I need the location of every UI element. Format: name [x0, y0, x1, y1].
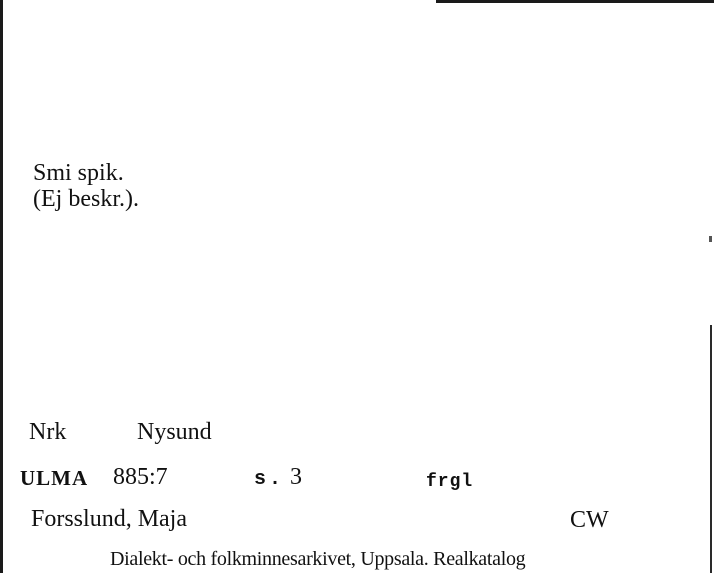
record-number: 885:7 — [113, 464, 168, 490]
category-code: frgl — [426, 472, 474, 492]
card-right-edge — [710, 325, 712, 573]
card-left-edge — [0, 0, 3, 573]
recorder-initials: CW — [570, 507, 609, 533]
archive-footer: Dialekt- och folkminnesarkivet, Uppsala.… — [110, 548, 526, 570]
description-line-1: Smi spik. — [33, 160, 124, 186]
card-top-edge — [436, 0, 714, 3]
collector-name: Forsslund, Maja — [31, 506, 187, 532]
archive-code: ULMA — [20, 466, 89, 490]
card-right-edge-mark — [709, 236, 712, 242]
description-line-2: (Ej beskr.). — [33, 186, 139, 212]
page-number: 3 — [290, 464, 302, 490]
place-name: Nysund — [137, 419, 212, 445]
page-label: s. — [254, 468, 285, 491]
parish-code: Nrk — [29, 419, 67, 445]
